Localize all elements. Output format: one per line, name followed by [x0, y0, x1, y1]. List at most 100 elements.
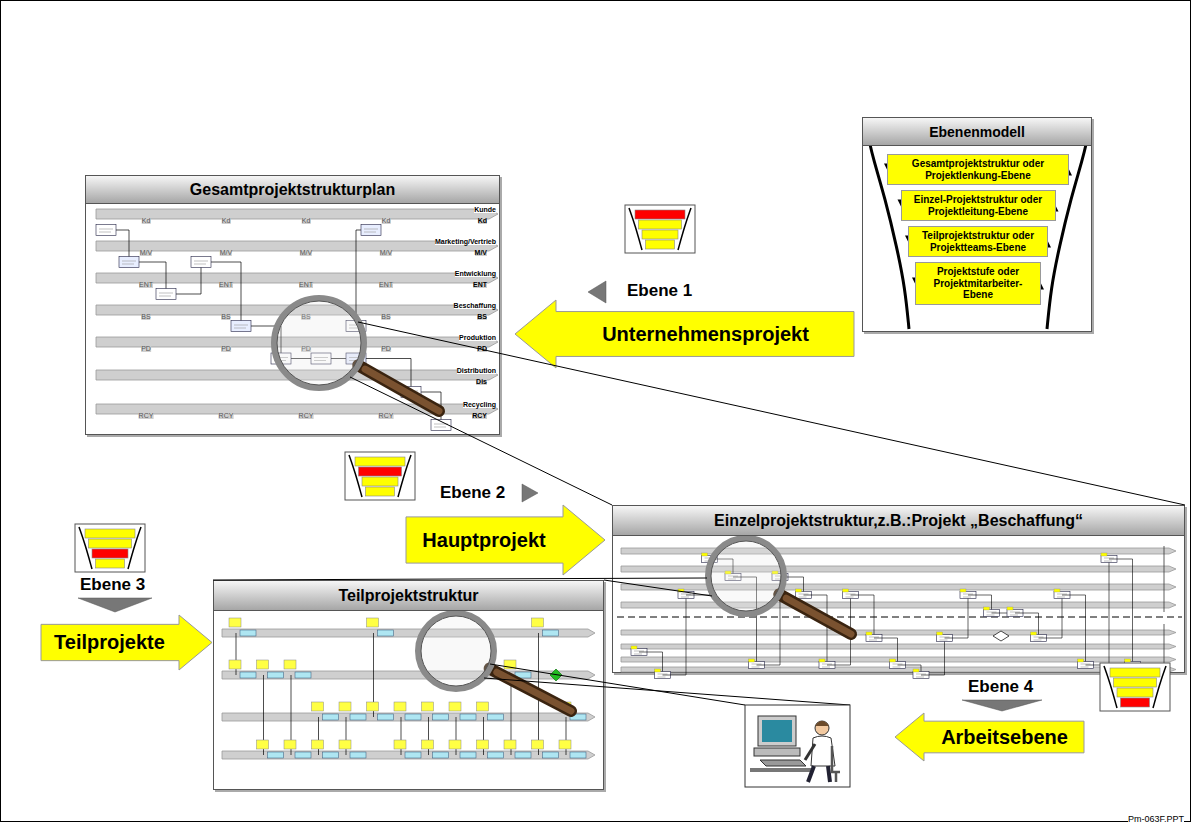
zoom-leader-line [484, 678, 850, 705]
lane-mark: Kd [222, 217, 231, 224]
mini-step-lines [752, 664, 762, 667]
lane-text-slot: Distribution [457, 359, 496, 377]
lane-mark: ENT [299, 281, 313, 288]
task-box [488, 752, 504, 758]
lane-text-slot: PD [381, 337, 391, 355]
lane-name: Kunde [474, 206, 496, 213]
monitor [758, 716, 796, 746]
sticky-note [284, 740, 296, 749]
mini-connector [921, 638, 945, 675]
lane-mark: Kd [142, 217, 151, 224]
panel-title: Teilprojektstruktur [338, 587, 478, 605]
mini-tab [702, 553, 708, 556]
icon-wall [128, 527, 141, 569]
level-arrow: Arbeitsebene [895, 713, 1085, 761]
mini-tab [913, 669, 919, 672]
mini-step-lines [1057, 594, 1067, 597]
lane-text-slot: RCY [139, 404, 154, 422]
level-text: Projektstufe oder Projektmitarbeiter-Ebe… [920, 266, 1036, 301]
mini-connector [566, 717, 567, 755]
level-box: Gesamtprojektstruktur oder Projektlenkun… [887, 154, 1069, 185]
structure-panel: EbenenmodellGesamtprojektstruktur oder P… [862, 117, 1092, 332]
arrow-outline [41, 615, 212, 670]
mini-step-lines [822, 664, 832, 667]
lane-bar [621, 566, 1176, 572]
mini-tab [678, 589, 684, 592]
mini-tab [1125, 659, 1131, 662]
magnifier-handle-shine [786, 598, 851, 634]
lane-bar [222, 671, 595, 679]
mini-tab [843, 589, 849, 592]
mini-tab [1054, 589, 1060, 592]
sticky-note [532, 740, 544, 749]
sticky-note [229, 618, 241, 627]
mini-step-lines [1104, 558, 1114, 561]
picture-frame [745, 705, 850, 787]
magnifier-glass [418, 613, 494, 689]
lane-name: Entwicklung [455, 270, 496, 277]
mini-step-lines [1128, 664, 1138, 667]
task-box [433, 714, 449, 720]
lane-mark: BS [381, 313, 390, 320]
mini-tab [1078, 659, 1084, 662]
mini-step-box [156, 289, 176, 300]
magnifier-handle-shine [497, 672, 571, 711]
mini-connector [874, 638, 898, 665]
task-box [460, 714, 476, 720]
lane-text-slot: ENT [139, 273, 153, 291]
mini-step-lines [681, 594, 691, 597]
mini-step-lines [893, 664, 903, 667]
lane-mark: PD [221, 345, 231, 352]
icon-wall [1104, 666, 1117, 708]
mini-step-lines [987, 612, 997, 615]
lane-text-slot: M/V [140, 241, 152, 259]
mini-step-lines [658, 674, 668, 677]
lane-code: BS [477, 313, 487, 320]
level-text: Einzel-Projektstruktur oder Projektleitu… [906, 194, 1051, 217]
arrow-label: Arbeitsebene [941, 726, 1068, 749]
icon-frame [1100, 663, 1170, 711]
task-box [268, 752, 284, 758]
sticky-note [284, 660, 296, 669]
icon-wall [79, 527, 92, 569]
lane-text-slot: Kd [382, 209, 391, 227]
mini-step [1125, 662, 1141, 669]
zoom-leader-line [604, 580, 712, 596]
monitor-screen [762, 720, 792, 742]
lane-mark: RCY [379, 412, 394, 419]
mini-connector [1062, 595, 1086, 665]
mini-step-lines [799, 594, 809, 597]
mini-connector [639, 652, 663, 675]
mini-step-box [361, 225, 381, 236]
sticky-note [257, 740, 269, 749]
task-box [460, 752, 476, 758]
lane-text-slot: RCY [379, 404, 394, 422]
sticky-note [367, 702, 379, 711]
chair [832, 746, 840, 782]
icon-wall [349, 455, 362, 497]
lane-bar [621, 602, 1176, 608]
icon-level [366, 487, 395, 496]
icon-level [85, 529, 135, 538]
arrow-outline [406, 505, 605, 575]
magnifier-rim [277, 301, 361, 385]
mini-connector [663, 595, 687, 675]
lane-code: RCY [472, 412, 487, 419]
task-box [295, 752, 311, 758]
level-icon [75, 524, 145, 572]
mini-step-box [1125, 662, 1141, 669]
lane-text-slot: M/V [220, 241, 232, 259]
icon-level [89, 539, 132, 548]
icon-level [635, 210, 685, 219]
span-bracket [1164, 546, 1165, 672]
swimlane-band: ENTENTENTENTEntwicklungENT [96, 261, 498, 283]
mini-connector [456, 717, 457, 755]
level-pointer [522, 484, 538, 502]
mini-step-lines [940, 637, 950, 640]
icon-frame [625, 205, 695, 253]
mini-step-box [119, 257, 139, 268]
magnifier-glass [274, 298, 364, 388]
level-icon [345, 452, 415, 500]
level-pointer [588, 281, 606, 303]
